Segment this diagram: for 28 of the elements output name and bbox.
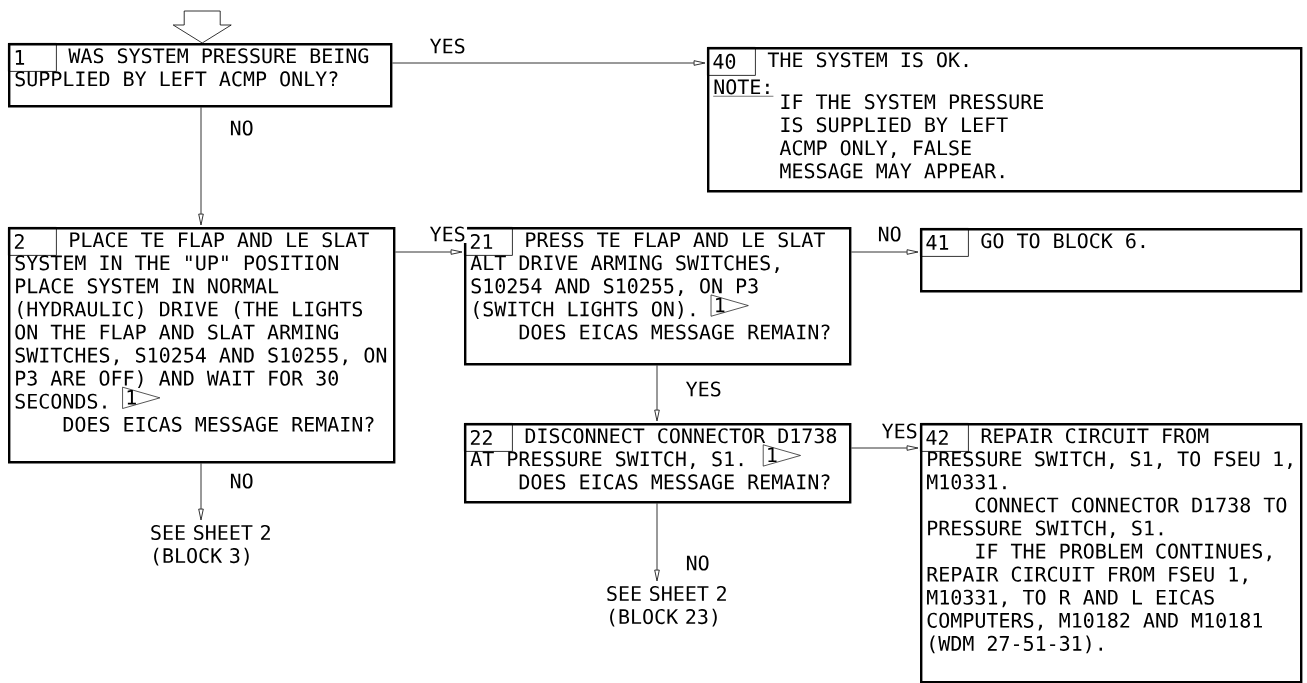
edge-label: NO <box>684 554 711 572</box>
step-number-tab: 1 <box>8 43 57 72</box>
step-number-tab: 40 <box>707 47 756 76</box>
edge-label: YES <box>428 225 468 243</box>
arrow <box>198 107 204 226</box>
edge-label: YES <box>428 37 468 55</box>
arrow <box>392 60 706 66</box>
step-number-tab: 2 <box>8 227 57 256</box>
reference-text: SEE SHEET 2 (BLOCK 23) <box>607 585 726 627</box>
edge-label: NO <box>228 119 255 137</box>
reference-text: SEE SHEET 2 (BLOCK 3) <box>151 524 270 566</box>
arrow <box>851 445 919 451</box>
step-number-tab: 21 <box>464 227 513 256</box>
edge-label: YES <box>684 380 724 398</box>
entry-arrow <box>172 10 232 44</box>
edge-label: NO <box>228 472 255 490</box>
arrow <box>851 249 919 255</box>
arrow <box>198 463 204 521</box>
edge-label: NO <box>876 225 903 243</box>
arrow <box>395 249 463 255</box>
step-number-tab: 41 <box>920 228 969 257</box>
arrow <box>654 503 660 582</box>
note-flag: 1 <box>710 294 749 317</box>
step-number-tab: 22 <box>464 423 513 452</box>
arrow <box>654 365 660 422</box>
note-flag: 1 <box>762 444 801 467</box>
step-number-tab: 42 <box>920 423 969 452</box>
edge-label: YES <box>880 422 920 440</box>
